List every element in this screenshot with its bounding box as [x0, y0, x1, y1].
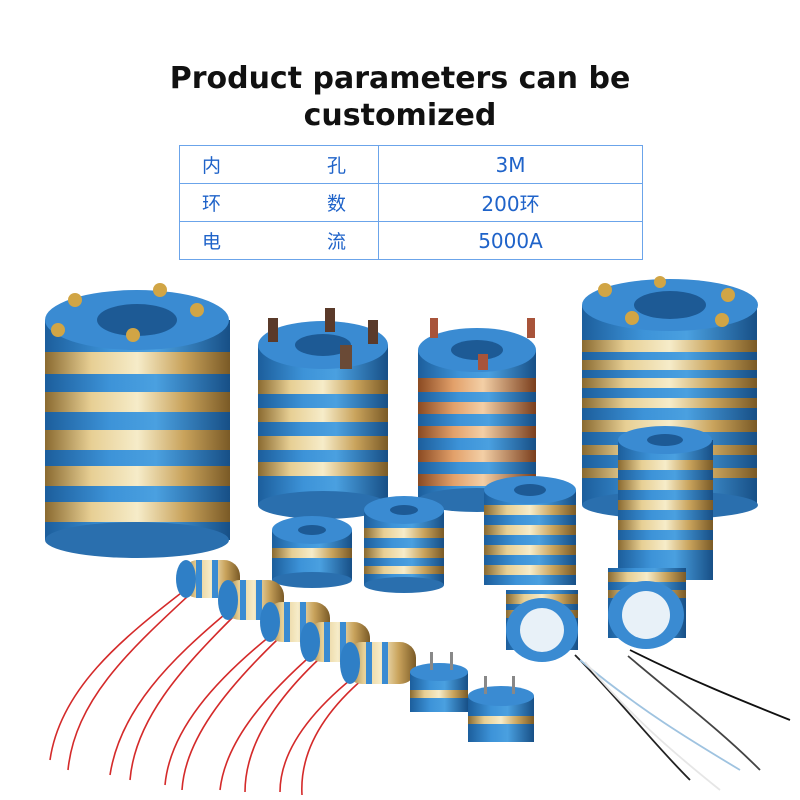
- headline: Product parameters can be customized: [0, 60, 800, 134]
- slip-ring-pancakes: [410, 652, 534, 742]
- slip-ring-hollow-2: [608, 568, 686, 649]
- slip-ring-large-center-left: [258, 308, 388, 519]
- slip-ring-large-center-right: [418, 318, 536, 512]
- product-photo: [45, 276, 791, 796]
- parameter-label: 环 数: [179, 183, 379, 222]
- slip-ring-medium-2: [364, 496, 444, 593]
- headline-line-1: Product parameters can be: [169, 61, 631, 96]
- red-wires: [49, 589, 365, 796]
- parameter-value: 200环: [378, 183, 643, 222]
- parameter-label: 内 孔: [179, 145, 379, 184]
- parameter-table: 内 孔 3M 环 数 200环 电 流 5000A: [179, 145, 643, 260]
- black-wires: [574, 649, 791, 791]
- parameter-row: 电 流 5000A: [179, 221, 643, 260]
- slip-ring-large-left: [45, 283, 230, 558]
- headline-line-2: customized: [303, 98, 497, 133]
- parameter-row: 内 孔 3M: [179, 145, 643, 184]
- parameter-row: 环 数 200环: [179, 183, 643, 222]
- parameter-value: 3M: [378, 145, 643, 184]
- slip-ring-hollow-1: [506, 590, 578, 662]
- slip-ring-middle-tall: [618, 426, 713, 580]
- slip-ring-medium-1: [272, 516, 352, 588]
- slip-ring-capsules: [176, 560, 416, 684]
- parameter-value: 5000A: [378, 221, 643, 260]
- slip-ring-medium-3: [484, 476, 576, 585]
- parameter-label: 电 流: [179, 221, 379, 260]
